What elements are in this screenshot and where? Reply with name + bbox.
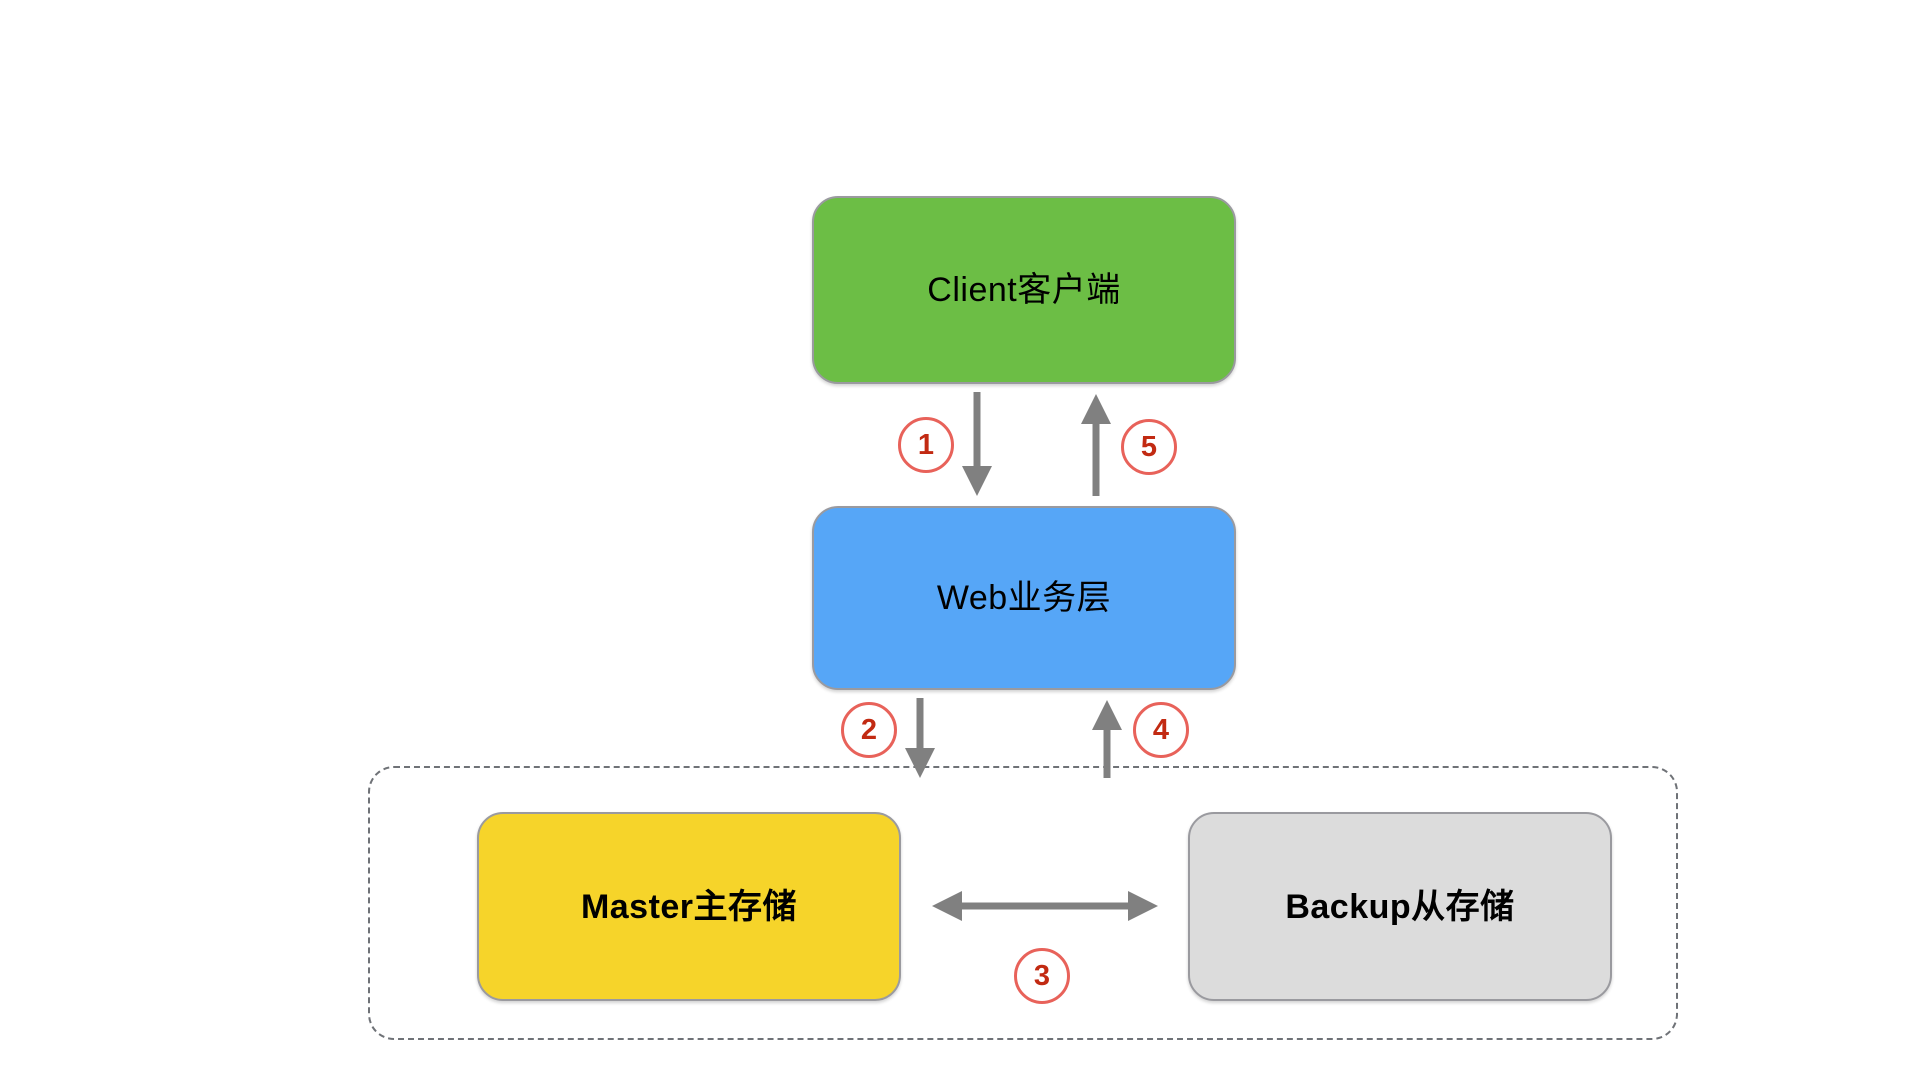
step-marker-2: 2: [841, 702, 897, 758]
node-web-label: Web业务层: [936, 579, 1112, 617]
storage-group-container: [368, 766, 1678, 1040]
node-master-label: Master主存储: [580, 887, 798, 926]
step-marker-5: 5: [1121, 419, 1177, 475]
arrow-web-to-client: [1074, 392, 1118, 498]
arrow-master-backup-sync: [930, 884, 1160, 928]
arrow-client-to-web: [955, 392, 999, 498]
node-backup[interactable]: Backup从存储: [1188, 812, 1612, 1001]
arrow-web-to-master: [898, 698, 942, 780]
step-marker-4-label: 4: [1152, 713, 1170, 746]
node-master[interactable]: Master主存储: [477, 812, 901, 1001]
node-web[interactable]: Web业务层: [812, 506, 1236, 690]
step-marker-1-label: 1: [917, 428, 935, 461]
node-client-label: Client客户端: [927, 271, 1121, 309]
step-marker-5-label: 5: [1140, 430, 1158, 463]
step-marker-3: 3: [1014, 948, 1070, 1004]
step-marker-1: 1: [898, 417, 954, 473]
step-marker-3-label: 3: [1033, 959, 1051, 992]
arrow-master-to-web: [1085, 698, 1129, 780]
step-marker-4: 4: [1133, 702, 1189, 758]
step-marker-2-label: 2: [860, 713, 878, 746]
node-client[interactable]: Client客户端: [812, 196, 1236, 384]
node-backup-label: Backup从存储: [1285, 887, 1515, 926]
